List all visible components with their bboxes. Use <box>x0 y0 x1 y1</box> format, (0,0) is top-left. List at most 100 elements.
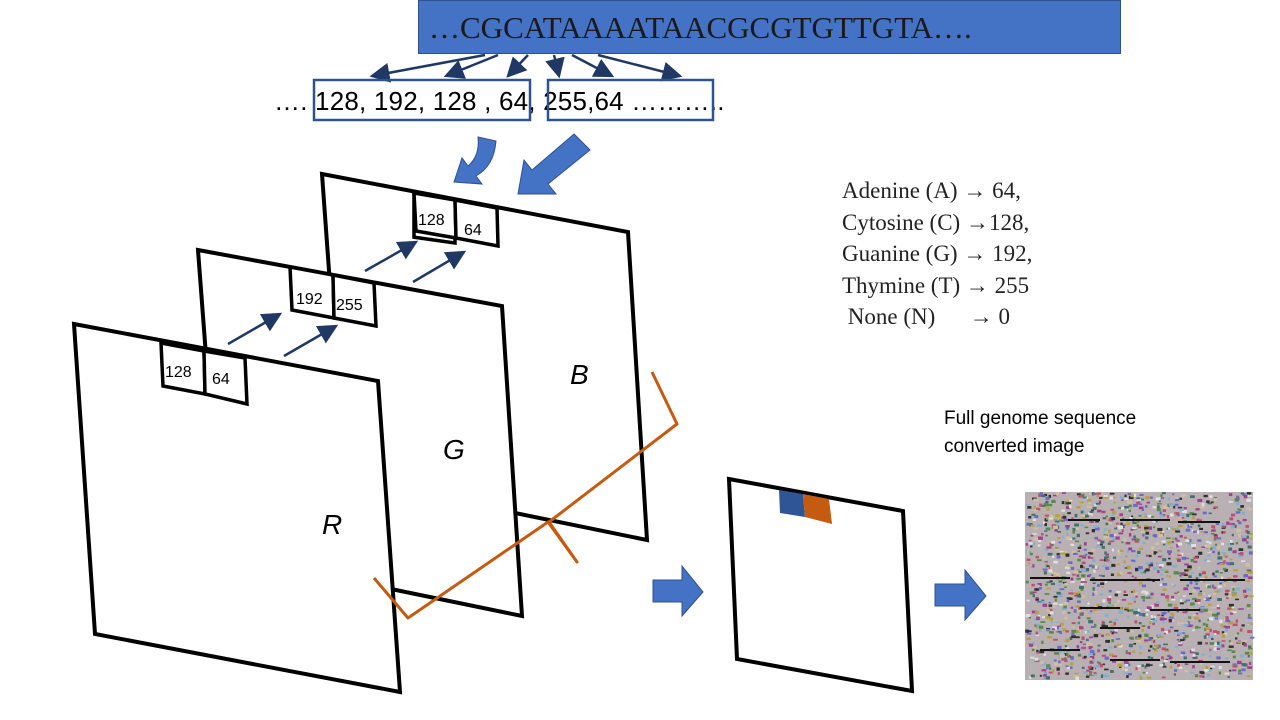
noise-speck <box>1164 649 1170 652</box>
noise-speck <box>1246 570 1249 573</box>
noise-speck <box>1155 542 1160 545</box>
noise-speck <box>1138 639 1141 643</box>
noise-speck <box>1091 529 1095 533</box>
noise-speck <box>1101 510 1106 513</box>
noise-speck <box>1159 663 1164 667</box>
noise-speck <box>1248 647 1253 650</box>
noise-speck <box>1109 533 1114 538</box>
noise-speck <box>1058 625 1061 627</box>
noise-speck <box>1046 609 1051 612</box>
noise-speck <box>1109 540 1115 543</box>
noise-speck <box>1115 526 1119 529</box>
noise-speck <box>1065 553 1070 557</box>
noise-speck <box>1083 548 1087 551</box>
noise-speck <box>1039 503 1043 507</box>
noise-speck <box>1096 603 1101 606</box>
noise-speck <box>1178 644 1183 646</box>
noise-speck <box>1028 542 1033 545</box>
noise-speck <box>1236 632 1240 635</box>
noise-speck <box>1046 546 1052 549</box>
noise-speck <box>1109 653 1114 657</box>
noise-speck <box>1168 616 1174 619</box>
noise-speck <box>1138 581 1143 585</box>
noise-speck <box>1194 674 1199 678</box>
noise-speck <box>1145 554 1150 557</box>
noise-speck <box>1218 666 1222 670</box>
noise-speck <box>1249 537 1253 540</box>
noise-speck <box>1200 610 1204 613</box>
noise-speck <box>1079 641 1083 644</box>
noise-speck <box>1072 530 1075 534</box>
noise-speck <box>1110 624 1116 627</box>
noise-speck <box>1131 550 1136 553</box>
noise-speck <box>1036 616 1040 620</box>
noise-speck <box>1235 587 1240 591</box>
noise-speck <box>1248 571 1253 574</box>
noise-speck <box>1174 503 1179 506</box>
noise-speck <box>1100 543 1103 546</box>
noise-speck <box>1176 639 1179 641</box>
noise-speck <box>1133 600 1136 603</box>
noise-speck <box>1231 513 1236 517</box>
noise-speck <box>1238 672 1243 675</box>
noise-speck <box>1115 536 1120 540</box>
noise-speck <box>1080 588 1084 591</box>
noise-speck <box>1077 653 1082 657</box>
noise-speck <box>1249 494 1252 497</box>
noise-speck <box>1074 513 1078 518</box>
noise-speck <box>1049 617 1054 621</box>
noise-speck <box>1167 610 1170 613</box>
noise-speck <box>1103 535 1108 539</box>
noise-speck <box>1075 540 1080 543</box>
noise-speck <box>1042 504 1046 507</box>
noise-speck <box>1218 671 1222 675</box>
noise-speck <box>1230 591 1235 594</box>
noise-speck <box>1070 589 1073 592</box>
noise-speck <box>1146 663 1150 667</box>
noise-speck <box>1165 595 1170 599</box>
noise-speck <box>1133 535 1136 539</box>
noise-speck <box>1177 549 1180 552</box>
noise-speck <box>1092 559 1096 563</box>
noise-speck <box>1074 523 1079 527</box>
noise-speck <box>1049 516 1054 520</box>
noise-speck <box>1203 598 1207 600</box>
noise-speck <box>1145 496 1150 500</box>
noise-speck <box>1052 555 1055 558</box>
noise-speck <box>1079 612 1083 616</box>
r-cell-1-value: 128 <box>165 364 192 381</box>
noise-speck <box>1153 551 1157 555</box>
noise-speck <box>1134 592 1138 595</box>
noise-speck <box>1197 539 1202 542</box>
noise-speck <box>1126 675 1129 678</box>
noise-speck <box>1210 533 1215 535</box>
noise-speck <box>1245 525 1249 528</box>
diagonal-block-arrow <box>517 133 591 195</box>
noise-speck <box>1037 536 1043 540</box>
noise-speck <box>1163 631 1168 634</box>
noise-speck <box>1195 577 1199 580</box>
noise-speck <box>1242 493 1246 496</box>
noise-speck <box>1057 537 1061 539</box>
noise-speck <box>1031 542 1035 546</box>
noise-speck <box>1104 556 1110 560</box>
noise-speck <box>1143 513 1147 515</box>
noise-speck <box>1092 582 1096 584</box>
noise-speck <box>1142 671 1146 674</box>
noise-speck <box>1156 505 1160 508</box>
noise-speck <box>1091 565 1096 569</box>
noise-speck <box>1173 505 1176 509</box>
noise-speck <box>1049 580 1053 582</box>
noise-speck <box>1134 539 1140 543</box>
noise-speck <box>1108 561 1112 563</box>
noise-speck <box>1078 494 1083 498</box>
noise-speck <box>1053 494 1058 497</box>
noise-speck <box>1124 608 1127 611</box>
noise-speck <box>1090 557 1094 559</box>
noise-speck <box>1111 603 1115 606</box>
noise-speck <box>1145 672 1148 675</box>
noise-speck <box>1069 504 1072 508</box>
caption-line-1: Full genome sequence <box>944 408 1137 429</box>
noise-speck <box>1148 564 1153 567</box>
genome-image <box>1025 492 1255 680</box>
